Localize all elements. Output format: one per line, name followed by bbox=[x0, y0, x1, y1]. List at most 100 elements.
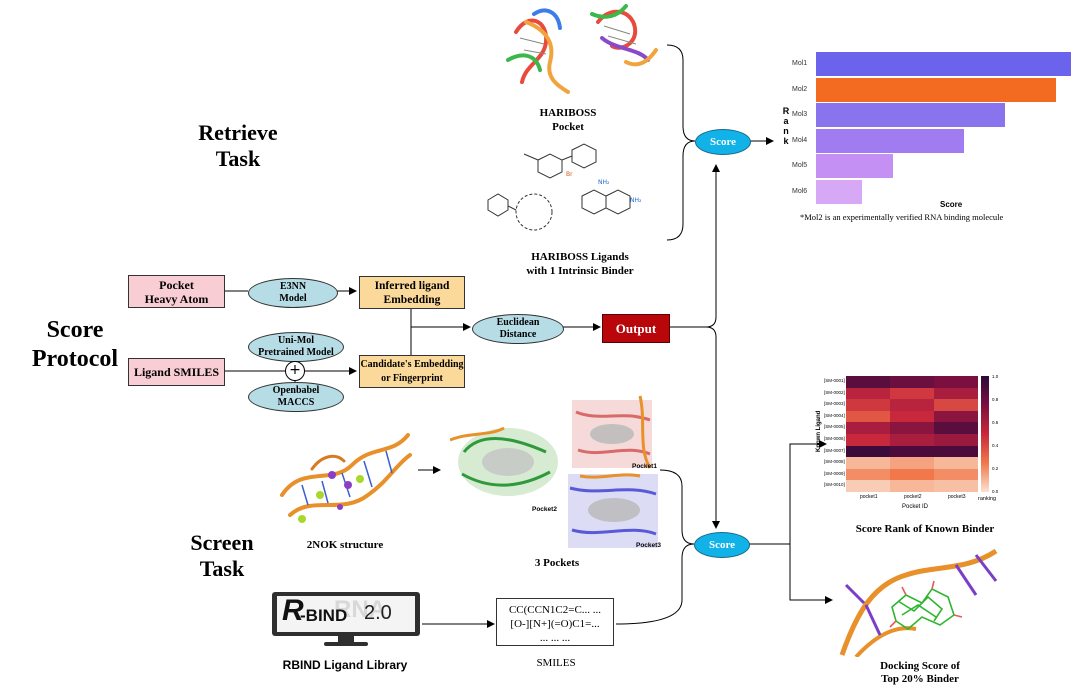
known-binder-heatmap: Known Ligand [SM-0001][SM-0002][SM-0003]… bbox=[816, 372, 1018, 518]
inferred-embedding-box: Inferred ligand Embedding bbox=[359, 276, 465, 309]
heatmap-cell bbox=[890, 387, 934, 400]
score-protocol-title: Score Protocol bbox=[31, 317, 119, 372]
heatmap-cell bbox=[890, 376, 934, 388]
smiles-line-3: ... ... ... bbox=[539, 632, 571, 644]
heatmap-cell bbox=[846, 410, 890, 423]
svg-text:NH₂: NH₂ bbox=[630, 197, 642, 204]
heatmap-cell bbox=[846, 422, 890, 434]
heatmap-cell bbox=[890, 422, 934, 434]
heatmap-cell bbox=[934, 410, 978, 423]
retrieve-brace bbox=[666, 44, 696, 241]
heatmap-cell bbox=[846, 445, 890, 458]
three-pockets-image bbox=[450, 395, 658, 548]
heatmap-row-label: [SM-0003] bbox=[824, 401, 845, 407]
monitor-stand bbox=[324, 642, 368, 646]
heatmap-ylabel: Known Ligand bbox=[816, 410, 822, 452]
euclidean-distance-node: Euclidean Distance bbox=[472, 314, 564, 344]
pocket-heavy-atom-box: Pocket Heavy Atom bbox=[128, 275, 225, 308]
hariboss-ligands-image: NH₂ NH₂ Br bbox=[487, 143, 642, 231]
rbind-bind-text: -BIND bbox=[300, 606, 348, 625]
colorbar-tick-label: 0.2 bbox=[992, 466, 999, 471]
retrieve-score-node: Score bbox=[695, 129, 751, 155]
bar-mol2 bbox=[816, 77, 1056, 102]
hariboss-pocket-image bbox=[506, 4, 658, 94]
screen-task-title: Screen Task bbox=[190, 530, 254, 581]
three-pockets-caption: 3 Pockets bbox=[534, 557, 580, 569]
rbind-bg-text: RNA bbox=[334, 596, 386, 623]
ligand-smiles-box: Ligand SMILES bbox=[128, 358, 225, 386]
smiles-to-score-line bbox=[615, 543, 695, 625]
colorbar-tick-label: 0.0 bbox=[992, 489, 999, 494]
bar-mol3 bbox=[816, 103, 1005, 127]
heatmap-cell bbox=[846, 399, 890, 411]
heatmap-row-label: [SM-0009] bbox=[824, 470, 845, 476]
heatmap-row-label: [SM-0001] bbox=[824, 378, 845, 383]
arrow-output-retrieve-score bbox=[668, 164, 720, 328]
heatmap-colorbar bbox=[981, 376, 989, 492]
colorbar-tick-label: 0.6 bbox=[992, 420, 999, 425]
heatmap-col-label: pocket1 bbox=[860, 494, 878, 500]
heatmap-row-label: [SM-0008] bbox=[824, 459, 845, 465]
colorbar-tick-label: 1.0 bbox=[992, 374, 999, 379]
heatmap-cell bbox=[846, 376, 890, 388]
bar-chart-note: *Mol2 is an experimentally verified RNA … bbox=[800, 212, 1004, 222]
bar-chart-xlabel: Score bbox=[940, 200, 963, 209]
heatmap-cell bbox=[890, 457, 934, 469]
heatmap-cell bbox=[934, 480, 978, 492]
monitor-neck bbox=[338, 636, 354, 643]
colorbar-tick-label: 0.4 bbox=[992, 443, 999, 448]
smiles-line-1: CC(CCN1C2=C... ... bbox=[508, 604, 602, 616]
svg-text:Br: Br bbox=[566, 171, 573, 178]
heatmap-row-label: [SM-0004] bbox=[824, 412, 845, 418]
colorbar-label: ranking bbox=[978, 496, 997, 502]
2nok-structure-caption: 2NOK structure bbox=[306, 539, 384, 551]
rbind-r-mark: R bbox=[282, 594, 304, 627]
heatmap-cell bbox=[846, 387, 890, 400]
bar-category-label: Mol4 bbox=[792, 136, 808, 144]
heatmap-cell bbox=[846, 434, 890, 446]
bar-category-label: Mol1 bbox=[792, 60, 808, 67]
pocket2-label: Pocket2 bbox=[532, 506, 557, 513]
retrieve-task-title: Retrieve Task bbox=[198, 120, 278, 171]
heatmap-row-label: [SM-0006] bbox=[824, 436, 845, 441]
heatmap-col-label: pocket3 bbox=[948, 494, 966, 500]
docking-pose-image bbox=[839, 548, 998, 657]
bar-mol4 bbox=[816, 128, 964, 153]
smiles-caption: SMILES bbox=[536, 657, 576, 669]
heatmap-cell bbox=[846, 480, 890, 492]
output-box: Output bbox=[602, 314, 670, 343]
arrow-output-screen-score bbox=[705, 326, 720, 529]
bar-category-label: Mol3 bbox=[792, 111, 808, 118]
heatmap-cell bbox=[890, 468, 934, 481]
bar-mol6 bbox=[816, 179, 862, 204]
pockets-to-score-line bbox=[659, 469, 695, 545]
heatmap-row-label: [SM-0007] bbox=[824, 447, 845, 453]
heatmap-cell bbox=[890, 434, 934, 446]
pocket1-label: Pocket1 bbox=[632, 463, 657, 470]
smiles-box: CC(CCN1C2=C... ... [O-][N+](=O)C1=... ..… bbox=[496, 598, 614, 646]
heatmap-row-label: [SM-0005] bbox=[824, 424, 845, 430]
rbind-version-text: 2.0 bbox=[364, 602, 392, 624]
arrow-score-docking bbox=[789, 544, 833, 604]
heatmap-cell bbox=[890, 410, 934, 423]
heatmap-xlabel: Pocket ID bbox=[902, 504, 929, 510]
heatmap-row-label: [SM-0010] bbox=[824, 482, 845, 488]
heatmap-col-label: pocket2 bbox=[904, 494, 922, 500]
rbind-monitor-logo: RNA R -BIND 2.0 bbox=[272, 592, 422, 648]
bar-category-label: Mol5 bbox=[792, 162, 808, 169]
docking-caption: Docking Score of Top 20% Binder bbox=[880, 660, 960, 685]
heatmap-cell bbox=[934, 434, 978, 446]
2nok-structure-image bbox=[280, 433, 412, 523]
screen-score-node: Score bbox=[694, 532, 750, 558]
heatmap-cell bbox=[934, 445, 978, 458]
heatmap-cell bbox=[846, 457, 890, 469]
hariboss-pocket-caption: HARIBOSS Pocket bbox=[539, 107, 597, 133]
heatmap-cell bbox=[934, 457, 978, 469]
heatmap-cell bbox=[846, 468, 890, 481]
e3nn-model-node: E3NN Model bbox=[248, 278, 338, 308]
